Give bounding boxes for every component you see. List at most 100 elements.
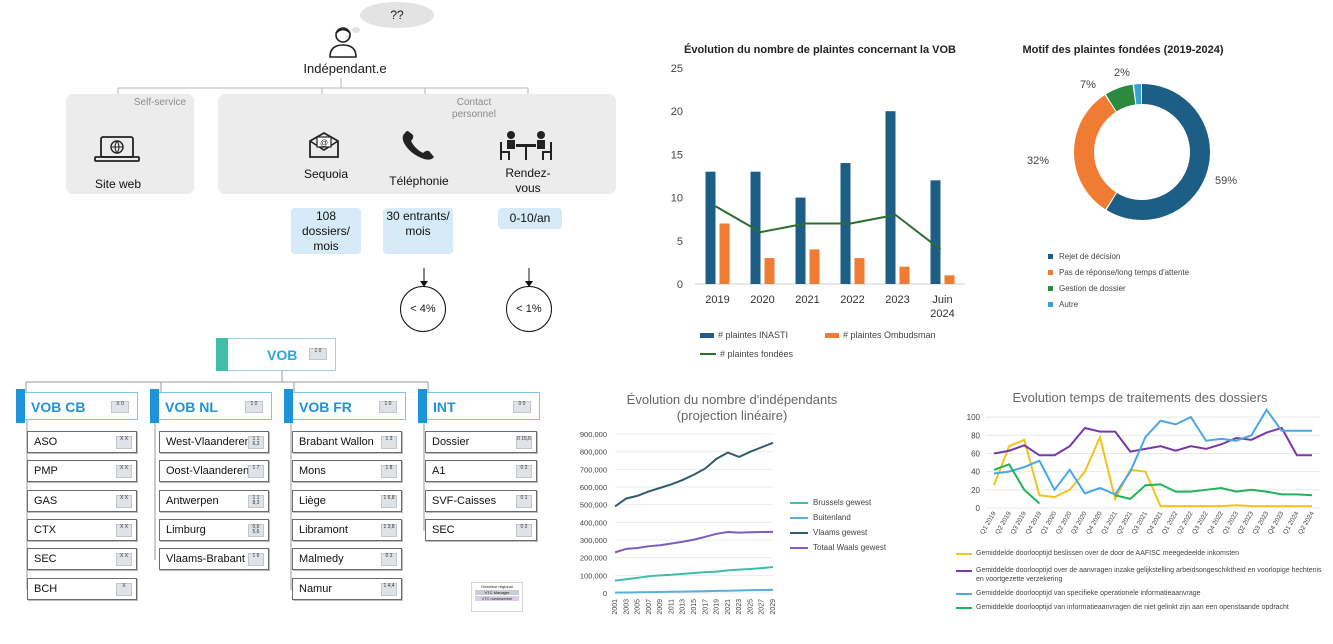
org-item-label: Brabant Wallon — [299, 436, 374, 448]
treatment-legend-item: Gemiddelde doorlooptijd van informatieaa… — [956, 603, 1326, 612]
independants-series-line — [614, 588, 774, 594]
org-branch-title: INT — [433, 399, 456, 415]
treatment-legend-swatch — [956, 570, 972, 572]
org-item-label: Malmedy — [299, 553, 344, 566]
motif-legend-autre: Autre — [1048, 300, 1189, 309]
treatment-legend-label: Gemiddelde doorlooptijd van informatieaa… — [976, 604, 1289, 611]
donut-label: 7% — [1080, 79, 1096, 91]
org-item-label: BCH — [34, 582, 58, 595]
org-top-vob: VOB 1 0 — [216, 338, 336, 371]
treatment-series-line — [993, 433, 1312, 508]
bar-ombudsman — [899, 266, 910, 284]
independants-series-line — [614, 530, 774, 554]
treatment-legend-item: Gemiddelde doorlooptijd over de aanvrage… — [956, 566, 1326, 584]
independants-legend-swatch — [790, 546, 808, 549]
org-branch-title: VOB FR — [299, 399, 352, 415]
person-icon — [329, 27, 357, 58]
treatment-legend-label: Gemiddelde doorlooptijd beslissen over d… — [976, 550, 1240, 557]
y-tick-label: 100 — [967, 413, 981, 422]
legend-inasti-swatch — [700, 332, 714, 338]
org-item-badge: 1 6 — [248, 553, 264, 567]
x-tick-label: 2009 — [657, 599, 664, 615]
org-item-badge: 0 2 — [516, 465, 532, 479]
x-tick-label: 2020 — [750, 294, 774, 306]
x-tick-label: Juin — [932, 294, 952, 306]
y-tick-label: 900,000 — [580, 430, 607, 439]
org-item-badge: 0 2 — [516, 523, 532, 537]
person-label: Indépendant.e — [303, 61, 387, 76]
org-branch-badge: 1 0 — [245, 401, 263, 413]
personal-contact-panel — [218, 94, 616, 194]
legend-fondees-label: # plaintes fondées — [720, 349, 794, 359]
mail-icon: @ — [309, 131, 339, 158]
line-fondees — [715, 205, 942, 251]
treatment-series-line — [1114, 483, 1313, 501]
legend-fondees-swatch — [700, 353, 716, 355]
org-item-label: Oost-Vlaanderen — [166, 465, 250, 478]
treatment-legend-label: Gemiddelde doorlooptijd over de aanvrage… — [976, 567, 1322, 583]
org-legend-manager: VTC Manager — [475, 590, 519, 595]
independants-series-line — [614, 441, 774, 508]
motif-legend-attente-swatch — [1048, 270, 1053, 275]
independants-legend-item: Vlaams gewest — [790, 528, 930, 537]
legend-ombudsman-swatch — [825, 332, 839, 338]
independants-legend-swatch — [790, 516, 808, 519]
x-tick-label: 2022 — [840, 294, 864, 306]
org-top-badge: 1 0 — [309, 348, 327, 360]
org-item-badge: 1 1 6,3 — [248, 436, 264, 449]
org-top-title: VOB — [267, 347, 298, 363]
org-item-label: SEC — [34, 553, 57, 566]
org-item-label: Mons — [299, 465, 326, 478]
independants-legend-swatch — [790, 531, 808, 534]
independants-chart: 0100,000200,000300,000400,000500,000600,… — [580, 430, 777, 615]
treatment-series-line — [993, 408, 1312, 496]
treatment-series-line — [993, 426, 1312, 457]
y-tick-label: 200,000 — [580, 554, 607, 563]
treatment-legend: Gemiddelde doorlooptijd beslissen over d… — [956, 549, 1326, 617]
x-tick-label: 2024 — [930, 308, 954, 320]
org-legend-director: Directeur régional — [481, 584, 513, 589]
x-tick-label: 2013 — [680, 599, 687, 615]
x-tick-label: 2019 — [705, 294, 729, 306]
motifs-donut-chart: 59%32%7%2% — [1027, 67, 1237, 220]
x-tick-label: 2021 — [795, 294, 819, 306]
motif-legend-autre-swatch — [1048, 302, 1053, 307]
x-tick-label: 2021 — [725, 599, 732, 615]
independants-legend-item: Brussels gewest — [790, 498, 930, 507]
x-tick-label: 2027 — [759, 599, 766, 615]
rate-telephonie: < 4% — [400, 286, 446, 332]
legend-ombudsman: # plaintes Ombudsman — [825, 330, 936, 340]
motif-legend-gestion: Gestion de dossier — [1048, 284, 1189, 293]
channel-telephonie: Téléphonie — [389, 174, 449, 188]
y-tick-label: 10 — [671, 193, 683, 205]
y-tick-label: 600,000 — [580, 483, 607, 492]
stat-telephonie: 30 entrants/ mois — [383, 208, 453, 254]
bar-ombudsman — [854, 258, 865, 284]
y-tick-label: 20 — [971, 486, 980, 495]
org-branch-accent — [418, 389, 427, 423]
x-tick-label: 2017 — [702, 599, 709, 615]
bar-ombudsman — [809, 249, 820, 284]
independants-legend-item: Buitenland — [790, 513, 930, 522]
org-item-label: Antwerpen — [166, 494, 219, 507]
donut-label: 59% — [1215, 175, 1237, 187]
x-tick-label: 2029 — [770, 599, 777, 615]
org-branch-title: VOB CB — [31, 399, 86, 415]
treatment-legend-swatch — [956, 607, 972, 609]
treatment-series-line — [993, 463, 1041, 505]
y-tick-label: 0 — [603, 589, 607, 598]
bar-inasti — [930, 180, 941, 284]
org-item-badge: X X — [116, 436, 132, 449]
